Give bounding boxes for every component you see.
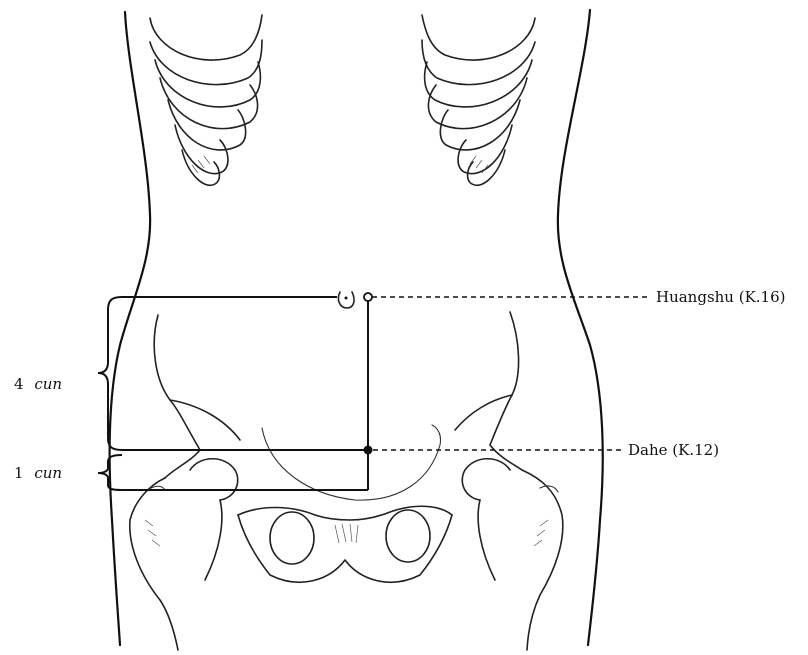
measurement-1-unit: cun [34,464,62,482]
dahe-label: Dahe (K.12) [628,441,719,459]
measurement-4-unit: cun [34,375,62,393]
left-ribs [150,15,262,185]
measurement-1-number: 1 [14,464,24,482]
huangshu-label: Huangshu (K.16) [656,288,786,306]
measurement-frame [122,297,368,490]
measurement-4-number: 4 [14,375,24,393]
hip-joints [130,459,563,650]
umbilicus [338,292,354,308]
acupoint-dahe [364,446,373,455]
pelvis [154,312,522,582]
acupoint-huangshu [364,293,372,301]
measurement-1-cun: 1 cun [14,464,62,482]
measurement-4-cun: 4 cun [14,375,62,393]
right-ribs [422,15,535,185]
body-outline [110,10,603,645]
